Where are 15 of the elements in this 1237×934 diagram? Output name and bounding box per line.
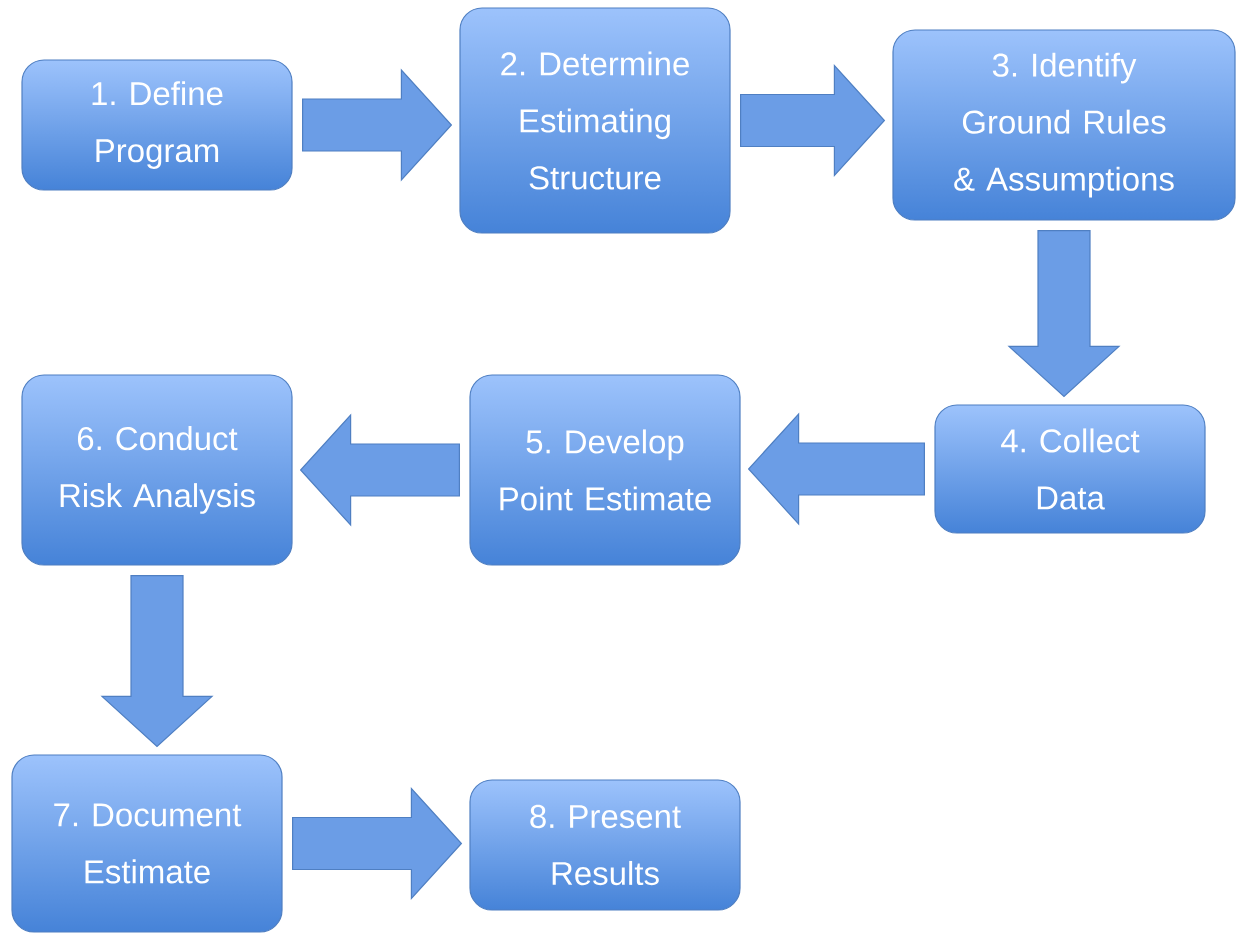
block-arrow	[292, 786, 463, 901]
process-box: 8. Present Results	[469, 779, 741, 911]
process-box: 4. Collect Data	[934, 404, 1206, 534]
process-box: 5. Develop Point Estimate	[469, 374, 741, 566]
block-arrow	[302, 68, 453, 182]
process-box: 7. Document Estimate	[11, 754, 283, 933]
process-box: 1. Define Program	[21, 59, 293, 191]
block-arrow	[299, 413, 460, 527]
block-arrow	[747, 412, 925, 526]
process-box: 2. Determine Estimating Structure	[459, 7, 731, 234]
block-arrow	[100, 575, 214, 748]
process-box: 6. Conduct Risk Analysis	[21, 374, 293, 566]
process-box: 3. Identify Ground Rules & Assumptions	[892, 29, 1236, 221]
block-arrow	[1007, 230, 1121, 398]
block-arrow	[740, 63, 886, 178]
